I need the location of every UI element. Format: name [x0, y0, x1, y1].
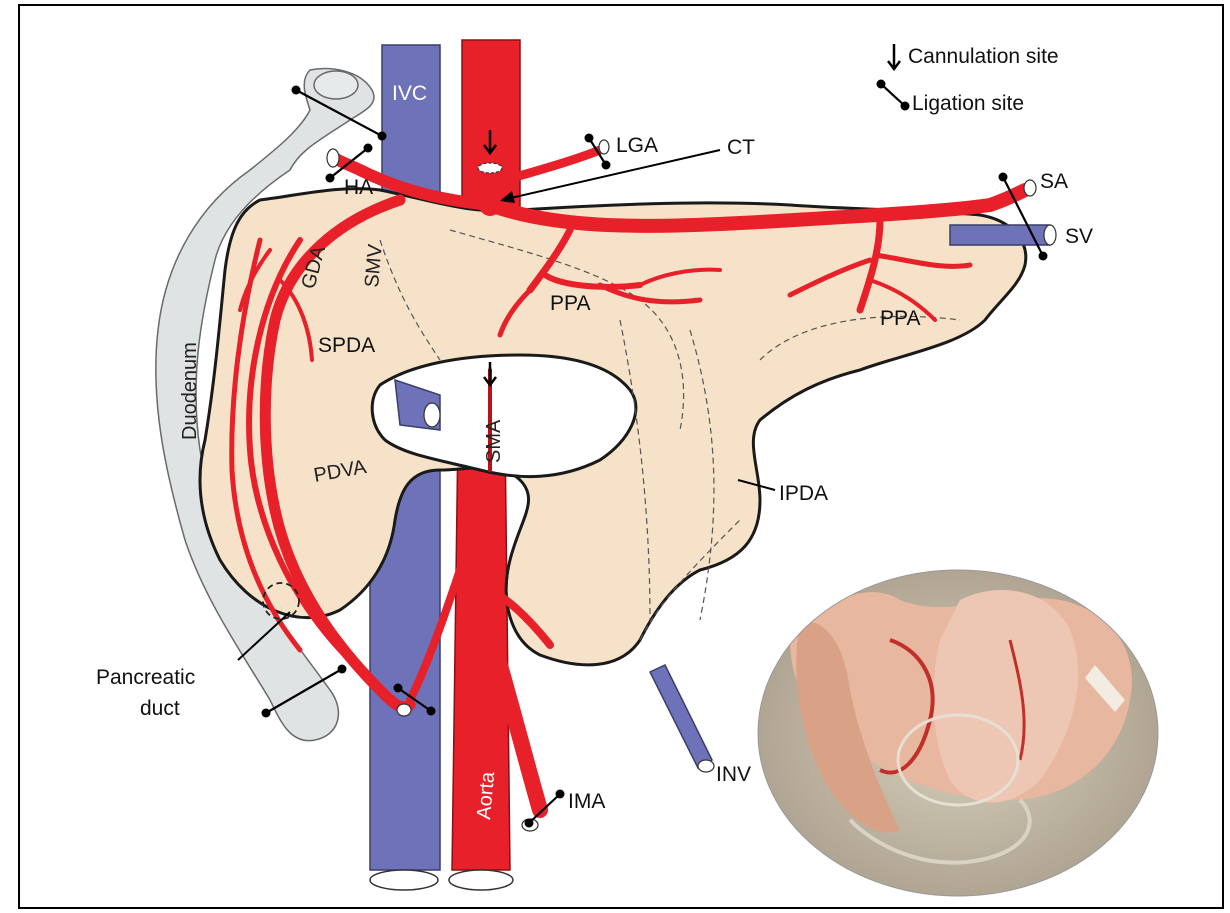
- label-pancreatic-duct-1: Pancreatic: [96, 666, 195, 689]
- legend-cannulation-label: Cannulation site: [908, 45, 1059, 68]
- label-pancreatic-duct-2: duct: [140, 697, 180, 720]
- label-ppa-left: PPA: [550, 292, 590, 315]
- specimen-photo: [758, 570, 1158, 896]
- label-ima: IMA: [568, 790, 605, 813]
- ivc-end: [370, 870, 438, 890]
- label-smv: SMV: [361, 243, 387, 289]
- label-sa: SA: [1040, 170, 1068, 193]
- ligation-icon: [877, 80, 910, 111]
- label-sma: SMA: [483, 419, 505, 463]
- label-duodenum: Duodenum: [179, 342, 201, 440]
- legend-ligation-label: Ligation site: [912, 92, 1024, 115]
- label-ivc: IVC: [392, 82, 427, 105]
- duodenum-end: [314, 71, 358, 99]
- aorta-end: [449, 870, 513, 890]
- label-sv: SV: [1065, 225, 1093, 248]
- legend: Cannulation site Ligation site: [877, 44, 1059, 115]
- label-spda: SPDA: [318, 334, 375, 357]
- label-ipda: IPDA: [779, 482, 828, 505]
- label-ha: HA: [344, 176, 373, 199]
- label-aorta: Aorta: [473, 770, 499, 820]
- label-lga: LGA: [616, 134, 658, 157]
- label-ct: CT: [727, 136, 755, 159]
- label-ppa-right: PPA: [880, 307, 920, 330]
- label-inv: INV: [716, 763, 751, 786]
- cannulation-arrow-icon: [888, 44, 900, 69]
- inv-vessel: [650, 665, 712, 768]
